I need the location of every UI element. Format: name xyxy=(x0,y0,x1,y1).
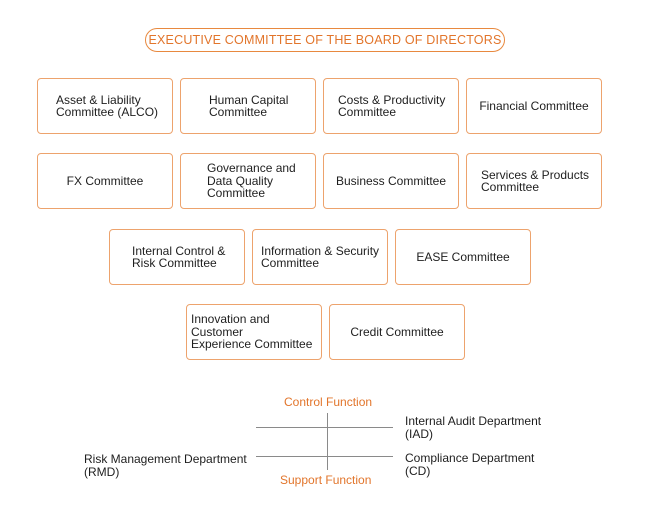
committee-fx: FX Committee xyxy=(37,153,173,209)
committee-label: Information & Security Committee xyxy=(261,243,380,270)
committee-label: Governance and Data Quality Committee xyxy=(207,161,296,201)
committee-label: Innovation and Customer Experience Commi… xyxy=(191,312,313,352)
executive-committee-title: EXECUTIVE COMMITTEE OF THE BOARD OF DIRE… xyxy=(145,28,505,52)
committee-financial: Financial Committee xyxy=(466,78,602,134)
committee-alco: Asset & Liability Committee (ALCO) xyxy=(37,78,173,134)
committee-internal-control-risk: Internal Control & Risk Committee xyxy=(109,229,245,285)
committee-label: Asset & Liability Committee (ALCO) xyxy=(56,92,159,119)
committee-business: Business Committee xyxy=(323,153,459,209)
lower-connector-line xyxy=(256,456,393,457)
control-function-label: Control Function xyxy=(284,395,373,409)
upper-connector-line xyxy=(256,427,393,428)
committee-label: Business Committee xyxy=(335,173,447,188)
committee-label: Financial Committee xyxy=(479,98,589,113)
committee-label: Internal Control & Risk Committee xyxy=(132,243,226,270)
committee-label: EASE Committee xyxy=(416,249,510,264)
internal-audit-department-label: Internal Audit Department (IAD) xyxy=(405,414,542,441)
committee-information-security: Information & Security Committee xyxy=(252,229,388,285)
vertical-divider-line xyxy=(327,413,328,470)
committee-human-capital: Human Capital Committee xyxy=(180,78,316,134)
risk-management-department-label: Risk Management Department (RMD) xyxy=(84,452,247,479)
committee-costs-productivity: Costs & Productivity Committee xyxy=(323,78,459,134)
committee-ease: EASE Committee xyxy=(395,229,531,285)
committee-label: Services & Products Committee xyxy=(481,167,590,194)
committee-governance-data-quality: Governance and Data Quality Committee xyxy=(180,153,316,209)
committee-credit: Credit Committee xyxy=(329,304,465,360)
compliance-department-label: Compliance Department (CD) xyxy=(405,451,535,478)
committee-label: Costs & Productivity Committee xyxy=(338,92,446,119)
committee-services-products: Services & Products Committee xyxy=(466,153,602,209)
committee-label: Human Capital Committee xyxy=(209,92,289,119)
support-function-label: Support Function xyxy=(280,473,372,487)
committee-label: Credit Committee xyxy=(350,324,444,339)
committee-label: FX Committee xyxy=(66,173,144,188)
committee-innovation-customer-experience: Innovation and Customer Experience Commi… xyxy=(186,304,322,360)
